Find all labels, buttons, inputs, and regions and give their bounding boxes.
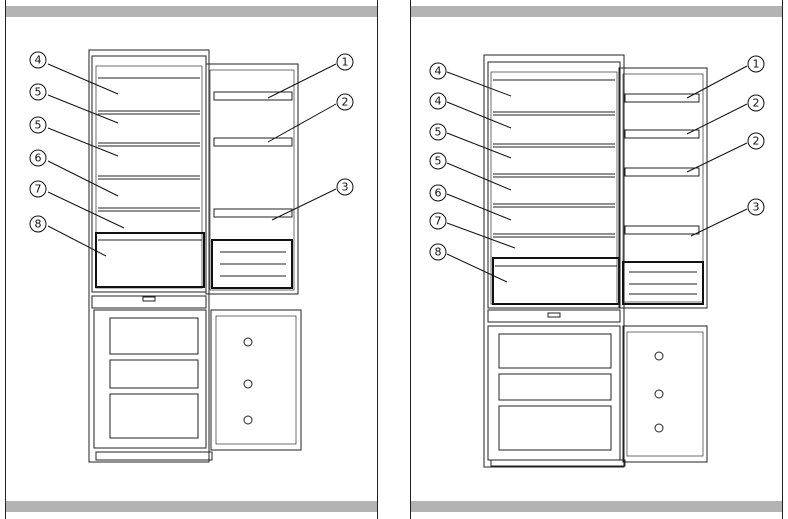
callout: 3	[336, 178, 354, 196]
callout-label: 2	[753, 97, 760, 110]
callout-label: 1	[753, 58, 760, 71]
callout: 5	[29, 116, 47, 134]
bottom-band	[411, 501, 782, 512]
callout: 5	[29, 83, 47, 101]
callout: 6	[29, 149, 47, 167]
callout: 2	[747, 94, 765, 112]
crisper-drawer	[492, 257, 620, 305]
callout: 4	[429, 92, 447, 110]
fridge-shelves	[493, 79, 615, 238]
bottom-band	[6, 501, 377, 512]
callout-label: 5	[435, 155, 442, 168]
callout-label: 5	[35, 86, 42, 99]
callout-label: 7	[435, 215, 442, 228]
callout-label: 3	[342, 181, 349, 194]
callout-label: 6	[435, 187, 442, 200]
cabinet-outline	[483, 54, 625, 468]
cabinet-outline	[88, 49, 210, 463]
freezer-door	[210, 309, 302, 451]
fridge-diagram-left: 4 5 5 6 7 8 1 2	[29, 49, 354, 463]
freezer-door	[622, 325, 708, 463]
callout-label: 4	[35, 54, 42, 67]
callout: 3	[747, 198, 765, 216]
top-band	[411, 6, 782, 17]
callout: 2	[336, 93, 354, 111]
callout: 2	[747, 132, 765, 150]
callout-label: 2	[342, 96, 349, 109]
leader-lines	[446, 65, 748, 283]
callout: 7	[29, 180, 47, 198]
fridge-door	[618, 67, 708, 309]
right-panel: 4 4 5 5 6 7 8 1	[410, 0, 783, 519]
fridge-diagram-right: 4 4 5 5 6 7 8 1	[429, 54, 765, 468]
callout-label: 6	[35, 152, 42, 165]
fridge-door	[205, 63, 299, 295]
callout-label: 8	[35, 218, 42, 231]
callout-label: 7	[35, 183, 42, 196]
callout-label: 5	[435, 126, 442, 139]
callout: 5	[429, 123, 447, 141]
callout-label: 3	[753, 201, 760, 214]
callout-label: 4	[435, 95, 442, 108]
callout: 1	[747, 55, 765, 73]
callout: 6	[429, 184, 447, 202]
crisper-drawer	[95, 232, 205, 288]
callout: 4	[429, 62, 447, 80]
top-band	[6, 6, 377, 17]
freezer-section	[487, 325, 626, 467]
callout-label: 2	[753, 135, 760, 148]
callout: 7	[429, 212, 447, 230]
freezer-section	[93, 309, 213, 461]
callout-label: 8	[435, 246, 442, 259]
callout: 5	[429, 152, 447, 170]
callout-label: 5	[35, 119, 42, 132]
callout-label: 4	[435, 65, 442, 78]
leader-lines	[47, 63, 337, 257]
callout: 4	[29, 51, 47, 69]
fridge-shelves	[98, 77, 200, 212]
callout: 8	[29, 215, 47, 233]
callout-label: 1	[342, 56, 349, 69]
callout: 1	[336, 53, 354, 71]
callout: 8	[429, 243, 447, 261]
left-panel: 4 5 5 6 7 8 1 2	[5, 0, 378, 519]
